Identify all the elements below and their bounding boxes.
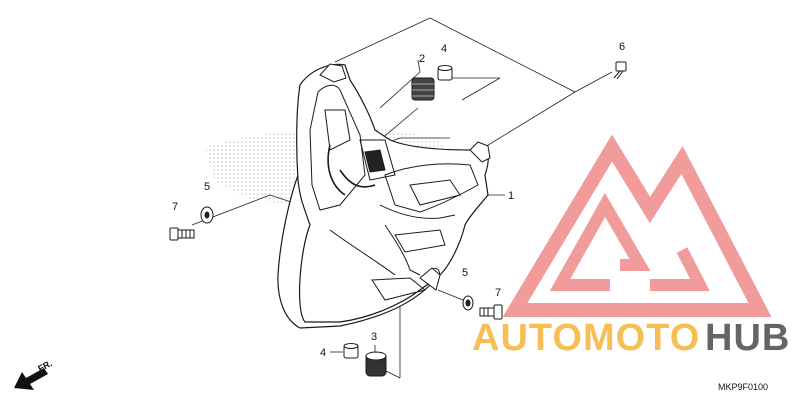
bolt-right bbox=[479, 304, 503, 320]
watermark-logo bbox=[502, 134, 772, 317]
callout-4-upper: 4 bbox=[441, 43, 447, 55]
callout-6: 6 bbox=[619, 41, 625, 53]
callout-3: 3 bbox=[371, 331, 377, 343]
watermark-text-part-1: AUTOMOTO bbox=[472, 317, 700, 359]
bolt-left bbox=[169, 227, 195, 241]
headlight-housing bbox=[296, 63, 489, 323]
direction-label: FR. bbox=[36, 358, 53, 374]
callout-5-left: 5 bbox=[204, 181, 210, 193]
watermark-text-part-2: HUB bbox=[705, 317, 790, 359]
rubber-grommet-lower bbox=[365, 351, 387, 377]
watermark-wordmark: AUTOMOTO HUB bbox=[472, 317, 790, 359]
collar-lower bbox=[343, 343, 359, 359]
callout-5-right: 5 bbox=[462, 267, 468, 279]
washer-left bbox=[200, 206, 214, 224]
collar-upper bbox=[437, 65, 453, 81]
rubber-grommet-upper bbox=[411, 77, 435, 101]
callouts: 1 2 3 4 4 5 5 6 7 7 bbox=[172, 41, 625, 359]
watermark-swirl bbox=[549, 192, 651, 291]
callout-7-left: 7 bbox=[172, 201, 178, 213]
washer-right bbox=[462, 295, 474, 311]
callout-1: 1 bbox=[508, 190, 514, 202]
callout-4-lower: 4 bbox=[320, 347, 326, 359]
front-direction-arrow: FR. bbox=[14, 358, 54, 390]
callout-2: 2 bbox=[419, 53, 425, 65]
callout-7-right: 7 bbox=[495, 287, 501, 299]
diagram-code: MKP9F0100 bbox=[718, 382, 768, 392]
arrow-icon bbox=[14, 368, 48, 390]
watermark-triangle bbox=[502, 134, 772, 317]
headlight-assembly bbox=[277, 63, 491, 329]
bolt-upper-right bbox=[613, 61, 627, 80]
